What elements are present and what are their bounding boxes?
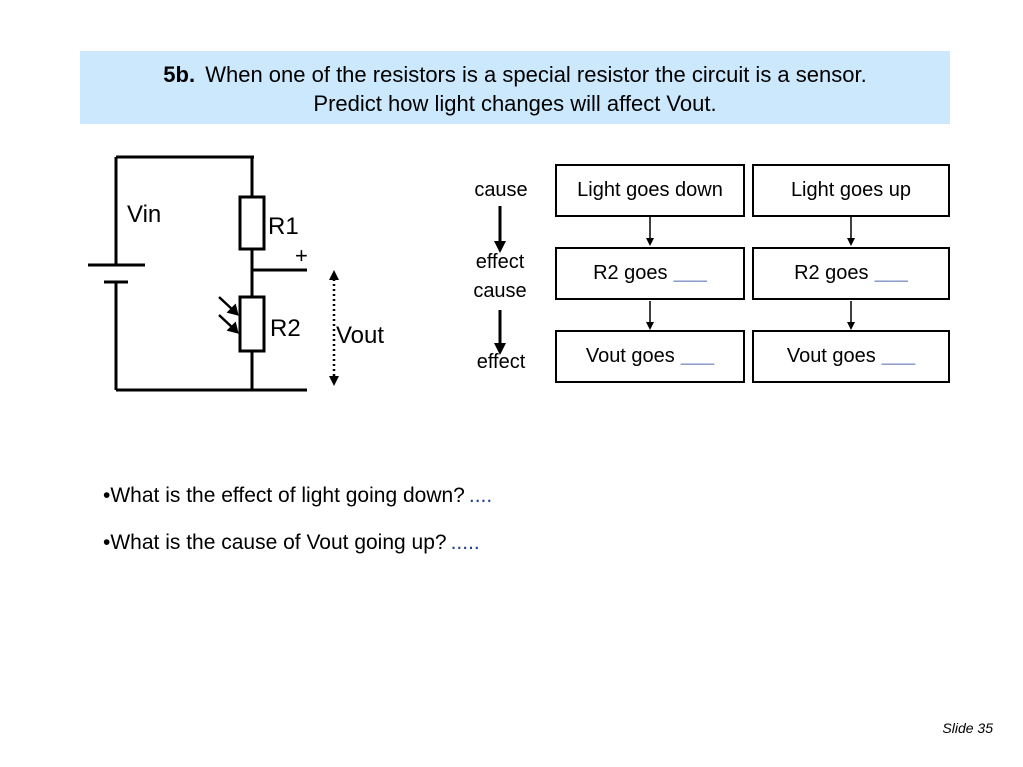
r2-goes-text: R2 goes xyxy=(794,262,869,284)
r1-label: R1 xyxy=(268,213,299,240)
question-1: •What is the effect of light going down?… xyxy=(103,484,492,508)
effect-cause-label: effect cause xyxy=(468,248,532,306)
answer-blank[interactable]: ___ xyxy=(874,262,908,284)
title-text-1: When one of the resistors is a special r… xyxy=(205,62,867,87)
answer-blank[interactable]: ___ xyxy=(881,345,916,367)
vout-arrow-icon xyxy=(329,270,339,386)
box-r2-col1: R2 goes___ xyxy=(555,247,745,300)
answer-placeholder[interactable]: .... xyxy=(468,484,493,507)
box-r2-col2: R2 goes___ xyxy=(752,247,950,300)
plus-label: + xyxy=(295,243,308,268)
answer-blank[interactable]: ___ xyxy=(680,345,715,367)
vout-goes-text: Vout goes xyxy=(585,345,675,367)
box-vout-col1: Vout goes___ xyxy=(555,330,745,383)
r2-label: R2 xyxy=(270,315,301,342)
effect-label: effect xyxy=(475,251,525,273)
question-2: •What is the cause of Vout going up?....… xyxy=(103,531,480,555)
box-light-down: Light goes down xyxy=(555,164,745,217)
title-line-1: 5b. When one of the resistors is a speci… xyxy=(80,60,950,89)
answer-placeholder[interactable]: ..... xyxy=(450,531,480,554)
cause-label-2: cause xyxy=(473,280,527,302)
vout-label: Vout xyxy=(336,322,384,349)
vout-goes-text: Vout goes xyxy=(786,345,876,367)
answer-blank[interactable]: ___ xyxy=(673,262,707,284)
slide-number: Slide 35 xyxy=(942,720,993,736)
r2-goes-text: R2 goes xyxy=(593,262,668,284)
question-text: •What is the cause of Vout going up? xyxy=(103,531,447,554)
effect-label-2: effect xyxy=(476,351,526,373)
light-arrows-icon xyxy=(218,296,239,334)
box-vout-col2: Vout goes___ xyxy=(752,330,950,383)
vin-label: Vin xyxy=(127,201,161,228)
question-number: 5b. xyxy=(163,62,196,87)
cause-label: cause xyxy=(474,179,528,201)
title-text-2: Predict how light changes will affect Vo… xyxy=(313,91,717,116)
question-text: •What is the effect of light going down? xyxy=(103,484,465,507)
box-light-up: Light goes up xyxy=(752,164,950,217)
title-banner: 5b. When one of the resistors is a speci… xyxy=(80,51,950,124)
